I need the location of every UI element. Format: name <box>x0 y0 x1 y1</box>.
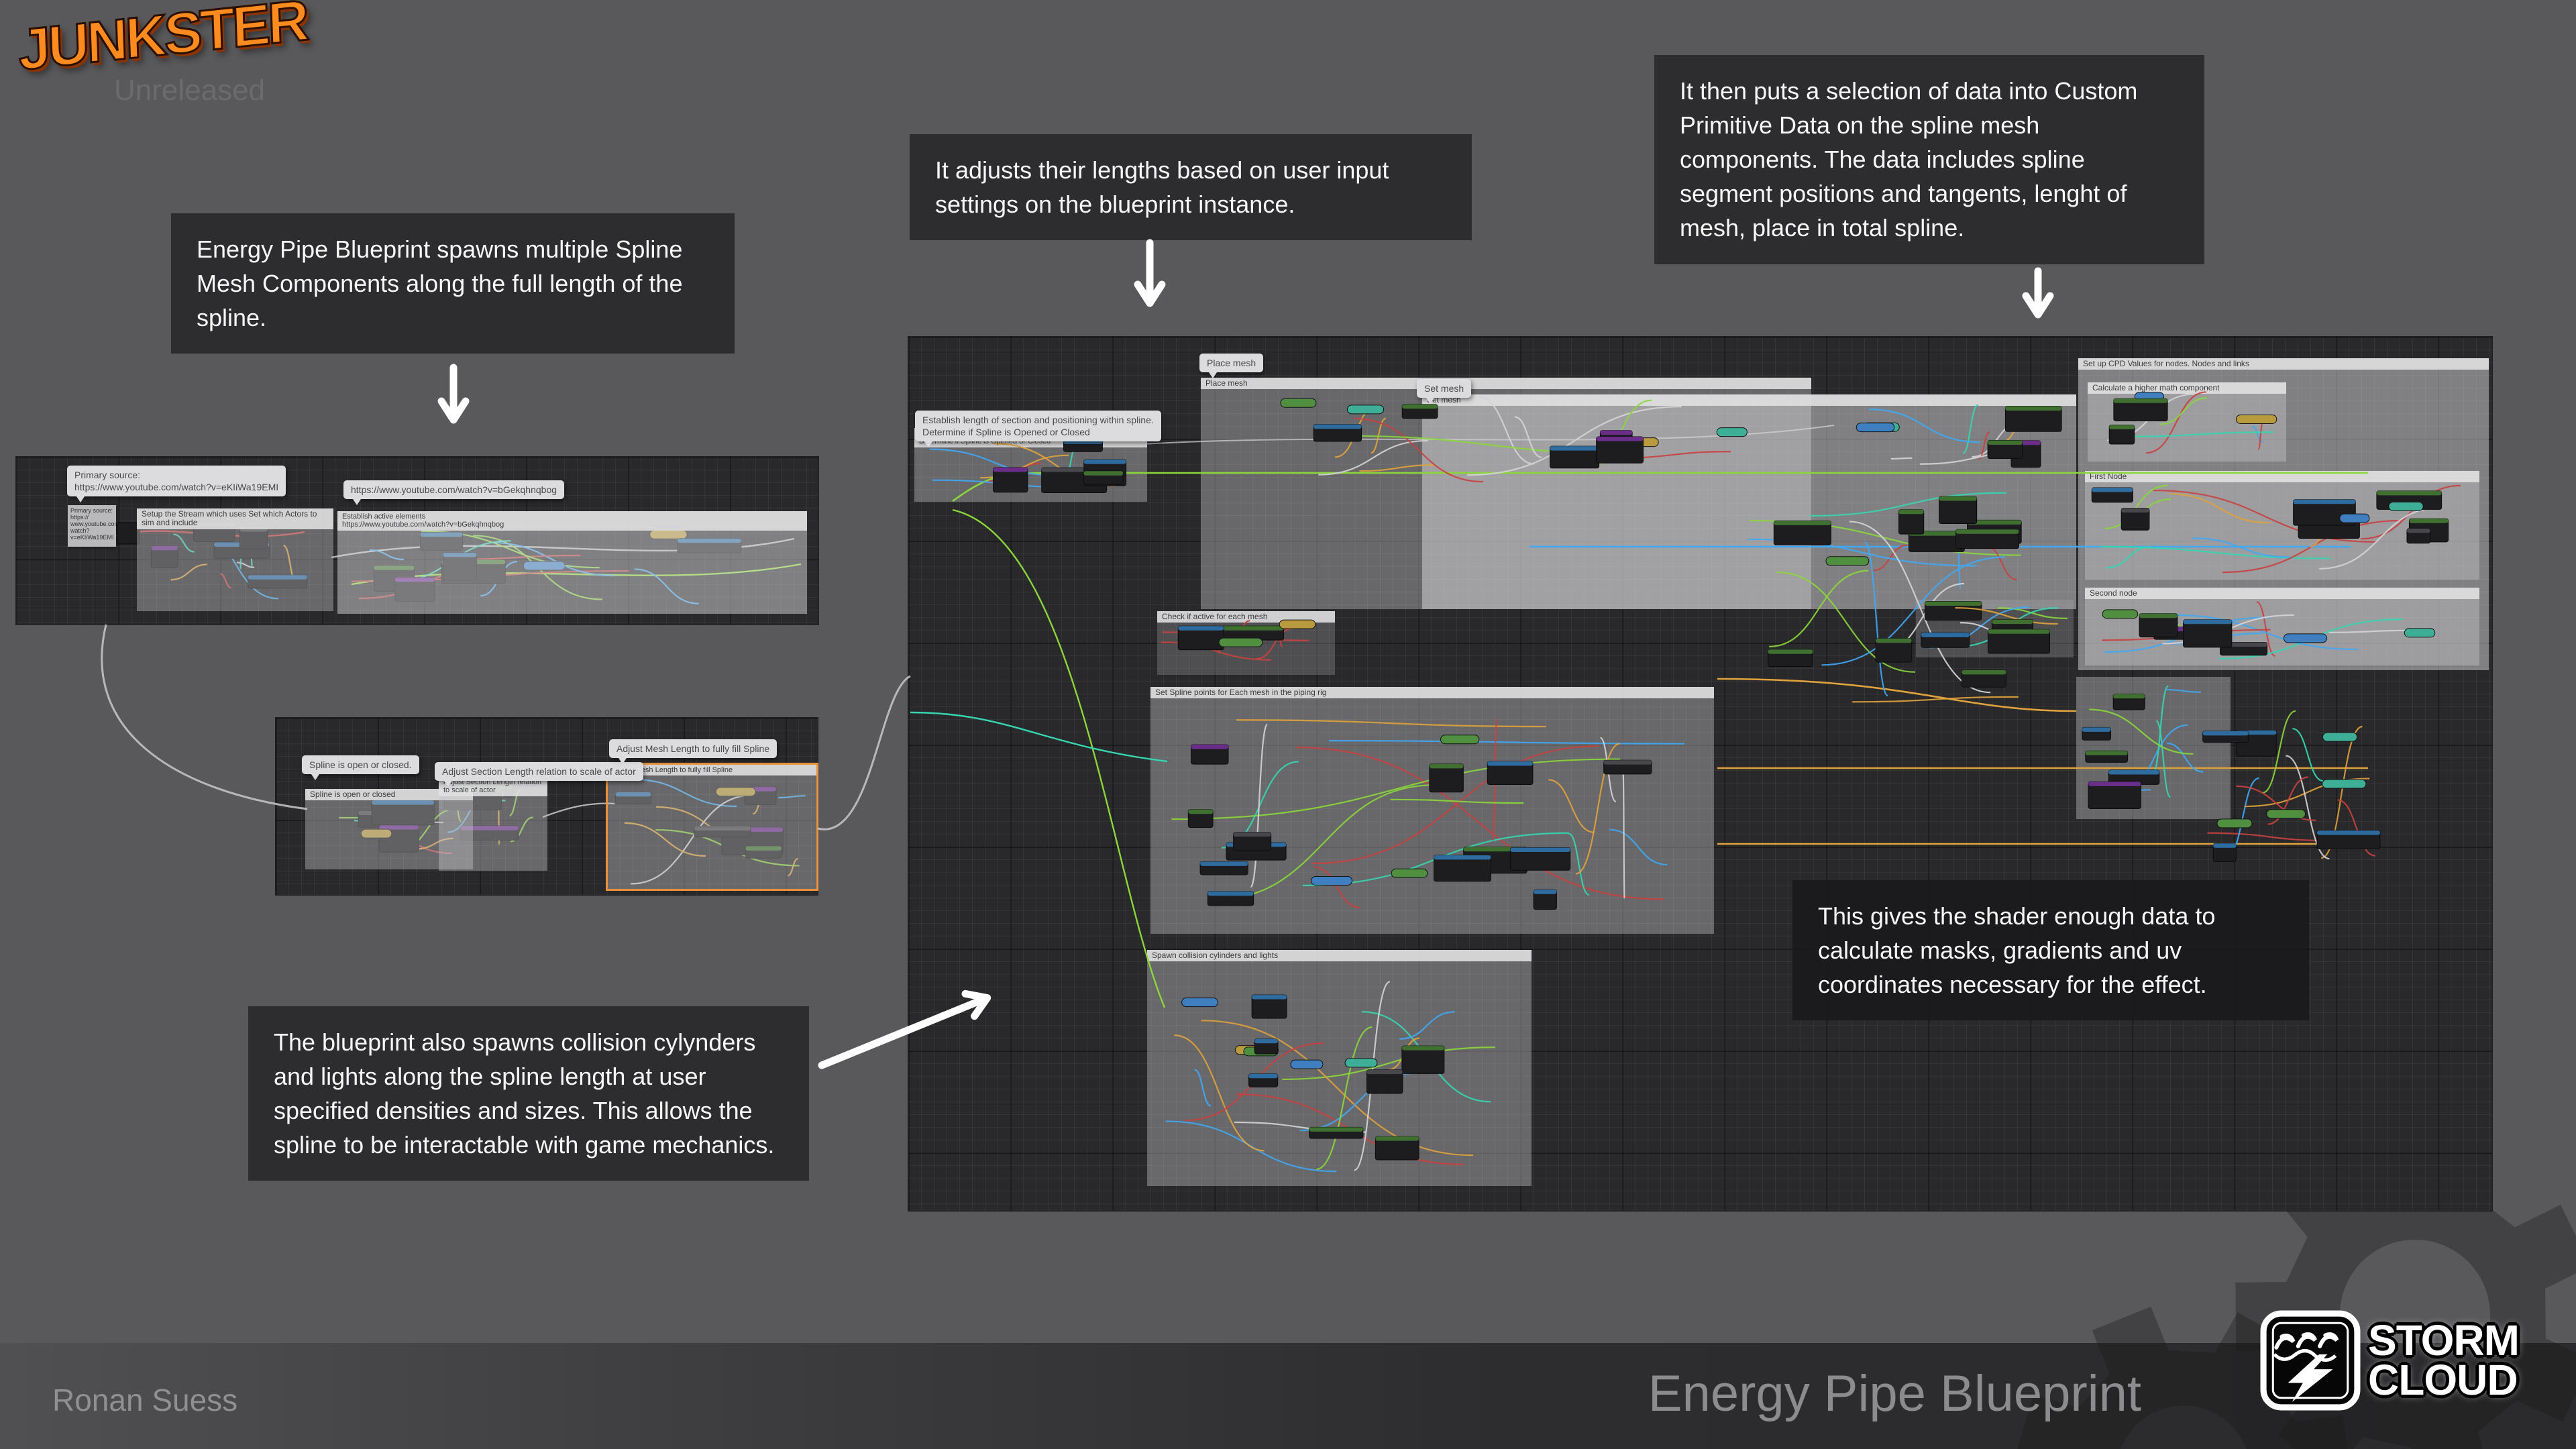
comment-panel-set-mesh: Set mesh <box>1422 394 2076 609</box>
footer-bar <box>0 1343 2576 1449</box>
blueprint-graph-main: Establish length of section and position… <box>908 337 2492 1211</box>
release-status-label: Unreleased <box>114 74 266 107</box>
tooltip-adjust-section: Adjust Section Length relation to scale … <box>435 762 643 788</box>
brand-line-2: CLOUD <box>2368 1356 2518 1404</box>
comment-header: Set up CPD Values for nodes. Nodes and l… <box>2078 358 2489 370</box>
storm-cloud-wordmark: STORM CLOUD <box>2368 1316 2520 1404</box>
comment-header: Establish active elements https://www.yo… <box>337 511 807 531</box>
comment-panel-spawn-collision: Spawn collision cylinders and lights <box>1147 950 1532 1186</box>
comment-header: Set Spline points for Each mesh in the p… <box>1150 687 1714 699</box>
storm-cloud-icon <box>2260 1310 2361 1411</box>
comment-header: First Node <box>2085 471 2479 483</box>
comment-header: Spawn collision cylinders and lights <box>1147 950 1532 962</box>
comment-header: Spline is open or closed <box>305 789 473 801</box>
brand-line-1: STORM <box>2368 1316 2520 1365</box>
note-shader-data: This gives the shader enough data to cal… <box>1792 880 2309 1021</box>
note-adjust-lengths: It adjusts their lengths based on user i… <box>910 134 1472 241</box>
note-spawn-spline-meshes: Energy Pipe Blueprint spawns multiple Sp… <box>171 213 735 354</box>
tooltip-establish-length: Establish length of section and position… <box>915 411 1161 448</box>
storm-cloud-logo: STORM CLOUD <box>2259 1309 2520 1411</box>
tooltip-spline-open: Spline is open or closed. <box>302 755 419 781</box>
sticky-note-primary-source: Primary source: https:// www.youtube.com… <box>68 505 116 547</box>
comment-panel-second-node: Second node <box>2085 588 2479 665</box>
comment-panel-active-elements: Establish active elements https://www.yo… <box>337 511 807 614</box>
note-custom-primitive-data: It then puts a selection of data into Cu… <box>1654 55 2204 264</box>
comment-panel-adjust-mesh-selected: Adjust Mesh Length to fully fill Spline <box>608 765 816 889</box>
page-title: Energy Pipe Blueprint <box>1648 1365 2141 1422</box>
comment-header: Calculate a higher math component <box>2088 382 2286 394</box>
comment-panel-setup: Setup the Stream which uses Set which Ac… <box>137 508 333 611</box>
comment-header: Setup the Stream which uses Set which Ac… <box>137 508 333 529</box>
comment-panel-spline-open: Spline is open or closed <box>305 789 473 869</box>
comment-panel-adjust-section: Adjust Section Length relation to scale … <box>439 777 547 871</box>
tooltip-set-mesh: Set mesh <box>1417 379 1472 405</box>
comment-header: Second node <box>2085 588 2479 600</box>
tooltip-active-elements-url: https://www.youtube.com/watch?v=bGekqhnq… <box>343 480 565 506</box>
inter-graph-wire <box>817 675 911 830</box>
comment-panel-place-mesh: Place mesh <box>1201 378 1811 609</box>
tooltip-place-mesh: Place mesh <box>1199 354 1264 379</box>
tooltip-adjust-mesh: Adjust Mesh Length to fully fill Spline <box>609 739 777 765</box>
note-collision-lights: The blueprint also spawns collision cyly… <box>248 1006 809 1181</box>
tooltip-primary-source: Primary source: https://www.youtube.com/… <box>67 466 286 503</box>
comment-header: Place mesh <box>1201 378 1811 390</box>
junkster-logo: JUNKSTER <box>17 0 309 84</box>
author-name: Ronan Suess <box>52 1383 238 1417</box>
